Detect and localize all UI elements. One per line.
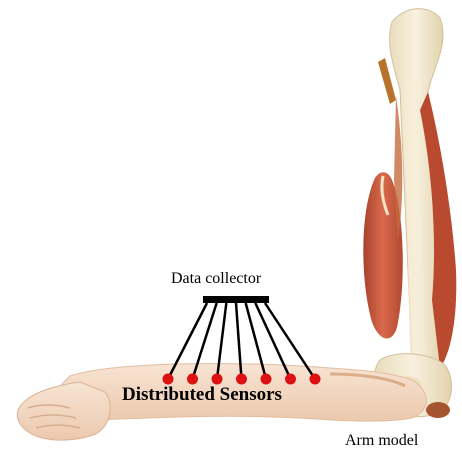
data-collector-bar (203, 296, 269, 303)
sensor-dot (285, 374, 296, 385)
sensor-dot (187, 374, 198, 385)
arm-model-label: Arm model (345, 432, 418, 450)
sensor-dot (261, 374, 272, 385)
sensor-dot (236, 374, 247, 385)
sensor-dot (212, 374, 223, 385)
sensor-dot (163, 374, 174, 385)
distributed-sensors-label: Distributed Sensors (122, 384, 282, 406)
sensor-dot (310, 374, 321, 385)
data-collector-label: Data collector (171, 270, 261, 288)
